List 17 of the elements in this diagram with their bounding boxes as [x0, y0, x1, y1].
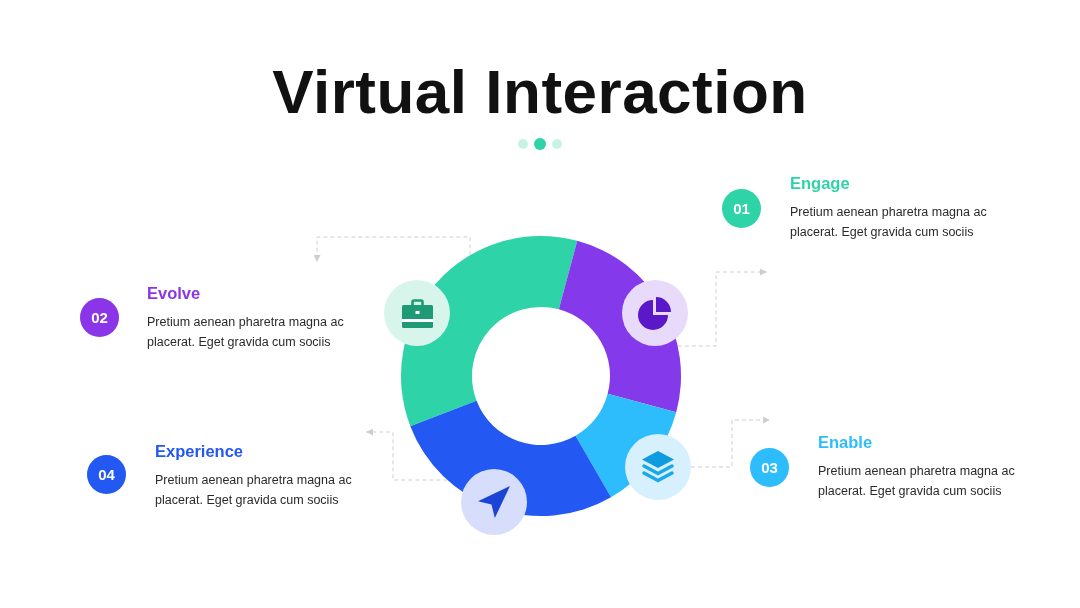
slide-title: Virtual Interaction [272, 61, 808, 123]
step-title: Engage [790, 173, 850, 193]
step-number: 03 [750, 448, 789, 487]
step-description: Pretium aenean pharetra magna ac placerat. Eget gravida cum sociis [790, 204, 988, 241]
step-description: Pretium aenean pharetra magna ac placerat. Eget gravida cum sociis [818, 463, 1016, 500]
dashed-arrow [690, 416, 771, 468]
step-title: Enable [818, 432, 873, 452]
dashed-arrow [677, 268, 768, 347]
dashed-arrow [313, 236, 471, 263]
step-title: Experience [155, 441, 244, 461]
dashed-arrow [365, 428, 448, 481]
step-description: Pretium aenean pharetra magna ac placerat. Eget gravida cum sociis [155, 472, 353, 509]
step-number: 02 [80, 298, 119, 337]
step-number: 01 [722, 189, 761, 228]
step-title: Evolve [147, 283, 201, 303]
step-number: 04 [87, 455, 126, 494]
step-description: Pretium aenean pharetra magna ac placerat. Eget gravida cum sociis [147, 314, 345, 351]
